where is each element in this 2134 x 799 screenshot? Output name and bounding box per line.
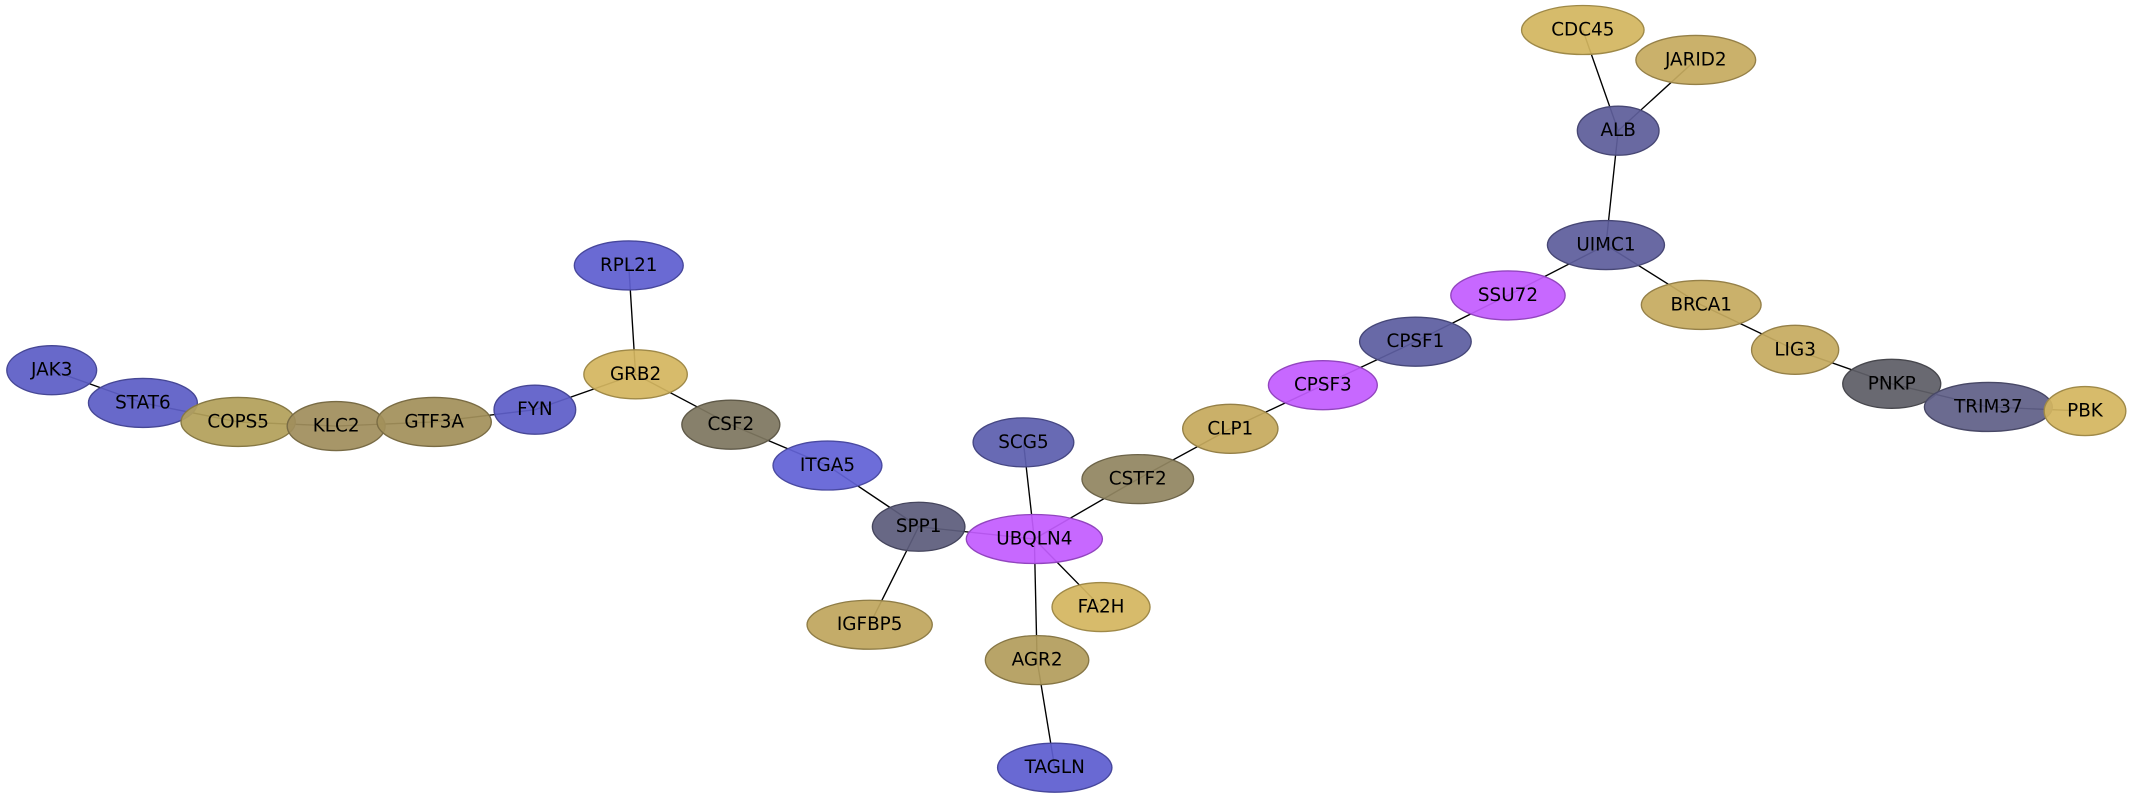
node-clp1[interactable]: CLP1 [1182,403,1279,454]
node-shape [1640,279,1762,331]
node-klc2[interactable]: KLC2 [286,400,386,452]
node-shape [1081,453,1195,505]
node-label: ITGA5 [800,455,855,476]
node-shape [1182,403,1279,454]
node-shape [1051,581,1151,633]
node-shape [1546,219,1666,271]
node-brca1[interactable]: BRCA1 [1640,279,1762,331]
node-shape [1635,34,1757,86]
node-scg5[interactable]: SCG5 [972,417,1075,468]
node-cpsf1[interactable]: CPSF1 [1358,316,1472,367]
node-label: GRB2 [610,364,661,385]
node-shape [965,513,1104,565]
node-stat6[interactable]: STAT6 [87,377,199,429]
node-shape [87,377,199,429]
node-shape [1267,360,1378,411]
node-cdc45[interactable]: CDC45 [1520,4,1645,56]
node-shape [1358,316,1472,367]
node-label: RPL21 [600,255,657,276]
node-shape [2043,385,2127,437]
node-csf2[interactable]: CSF2 [681,399,781,450]
node-shape [1576,105,1660,156]
node-label: CDC45 [1551,19,1614,40]
node-shape [493,384,577,435]
node-label: AGR2 [1012,650,1063,671]
node-label: KLC2 [313,416,360,437]
node-jak3[interactable]: JAK3 [6,345,98,396]
node-label: SSU72 [1478,285,1538,306]
node-alb[interactable]: ALB [1576,105,1660,156]
node-shape [1450,270,1566,321]
node-label: STAT6 [115,392,170,413]
node-label: FYN [517,399,553,420]
node-label: TAGLN [1024,757,1085,778]
node-igfbp5[interactable]: IGFBP5 [806,599,933,650]
node-shape [1842,358,1942,410]
node-label: CPSF1 [1387,331,1445,352]
node-label: CSTF2 [1109,469,1167,490]
node-shape [972,417,1075,468]
node-shape [583,349,688,400]
node-label: JAK3 [30,360,72,381]
node-label: CPSF3 [1294,375,1352,396]
node-uimc1[interactable]: UIMC1 [1546,219,1666,271]
node-label: COPS5 [207,411,269,432]
node-label: CSF2 [707,414,754,435]
node-shape [681,399,781,450]
node-label: IGFBP5 [837,614,903,635]
node-cpsf3[interactable]: CPSF3 [1267,360,1378,411]
node-ssu72[interactable]: SSU72 [1450,270,1566,321]
node-shape [376,396,492,448]
node-label: BRCA1 [1670,294,1732,315]
node-fyn[interactable]: FYN [493,384,577,435]
node-tagln[interactable]: TAGLN [996,742,1113,793]
node-shape [996,742,1113,793]
node-label: PBK [2067,401,2104,422]
node-shape [772,440,883,491]
node-label: TRIM37 [1953,396,2023,417]
node-itga5[interactable]: ITGA5 [772,440,883,491]
node-jarid2[interactable]: JARID2 [1635,34,1757,86]
node-shape [6,345,98,396]
node-shape [1520,4,1645,56]
node-label: GTF3A [404,411,464,432]
node-shape [1750,324,1840,376]
node-pnkp[interactable]: PNKP [1842,358,1942,410]
node-label: SCG5 [998,432,1048,453]
node-shape [806,599,933,650]
node-label: PNKP [1868,373,1916,394]
node-trim37[interactable]: TRIM37 [1923,381,2054,433]
node-lig3[interactable]: LIG3 [1750,324,1840,376]
node-rpl21[interactable]: RPL21 [573,240,684,291]
node-shape [984,634,1090,686]
node-label: ALB [1600,120,1635,141]
node-label: FA2H [1078,597,1125,618]
node-shape [573,240,684,291]
node-pbk[interactable]: PBK [2043,385,2127,437]
node-label: JARID2 [1664,49,1727,70]
node-label: UBQLN4 [996,528,1072,549]
node-label: SPP1 [896,516,941,537]
node-label: CLP1 [1207,418,1253,439]
node-label: LIG3 [1774,339,1816,360]
node-gtf3a[interactable]: GTF3A [376,396,492,448]
node-fa2h[interactable]: FA2H [1051,581,1151,633]
node-spp1[interactable]: SPP1 [871,501,966,552]
node-cops5[interactable]: COPS5 [180,396,297,448]
node-agr2[interactable]: AGR2 [984,634,1090,686]
node-ubqln4[interactable]: UBQLN4 [965,513,1104,565]
node-cstf2[interactable]: CSTF2 [1081,453,1195,505]
node-grb2[interactable]: GRB2 [583,349,688,400]
node-label: UIMC1 [1576,235,1635,256]
node-shape [871,501,966,552]
